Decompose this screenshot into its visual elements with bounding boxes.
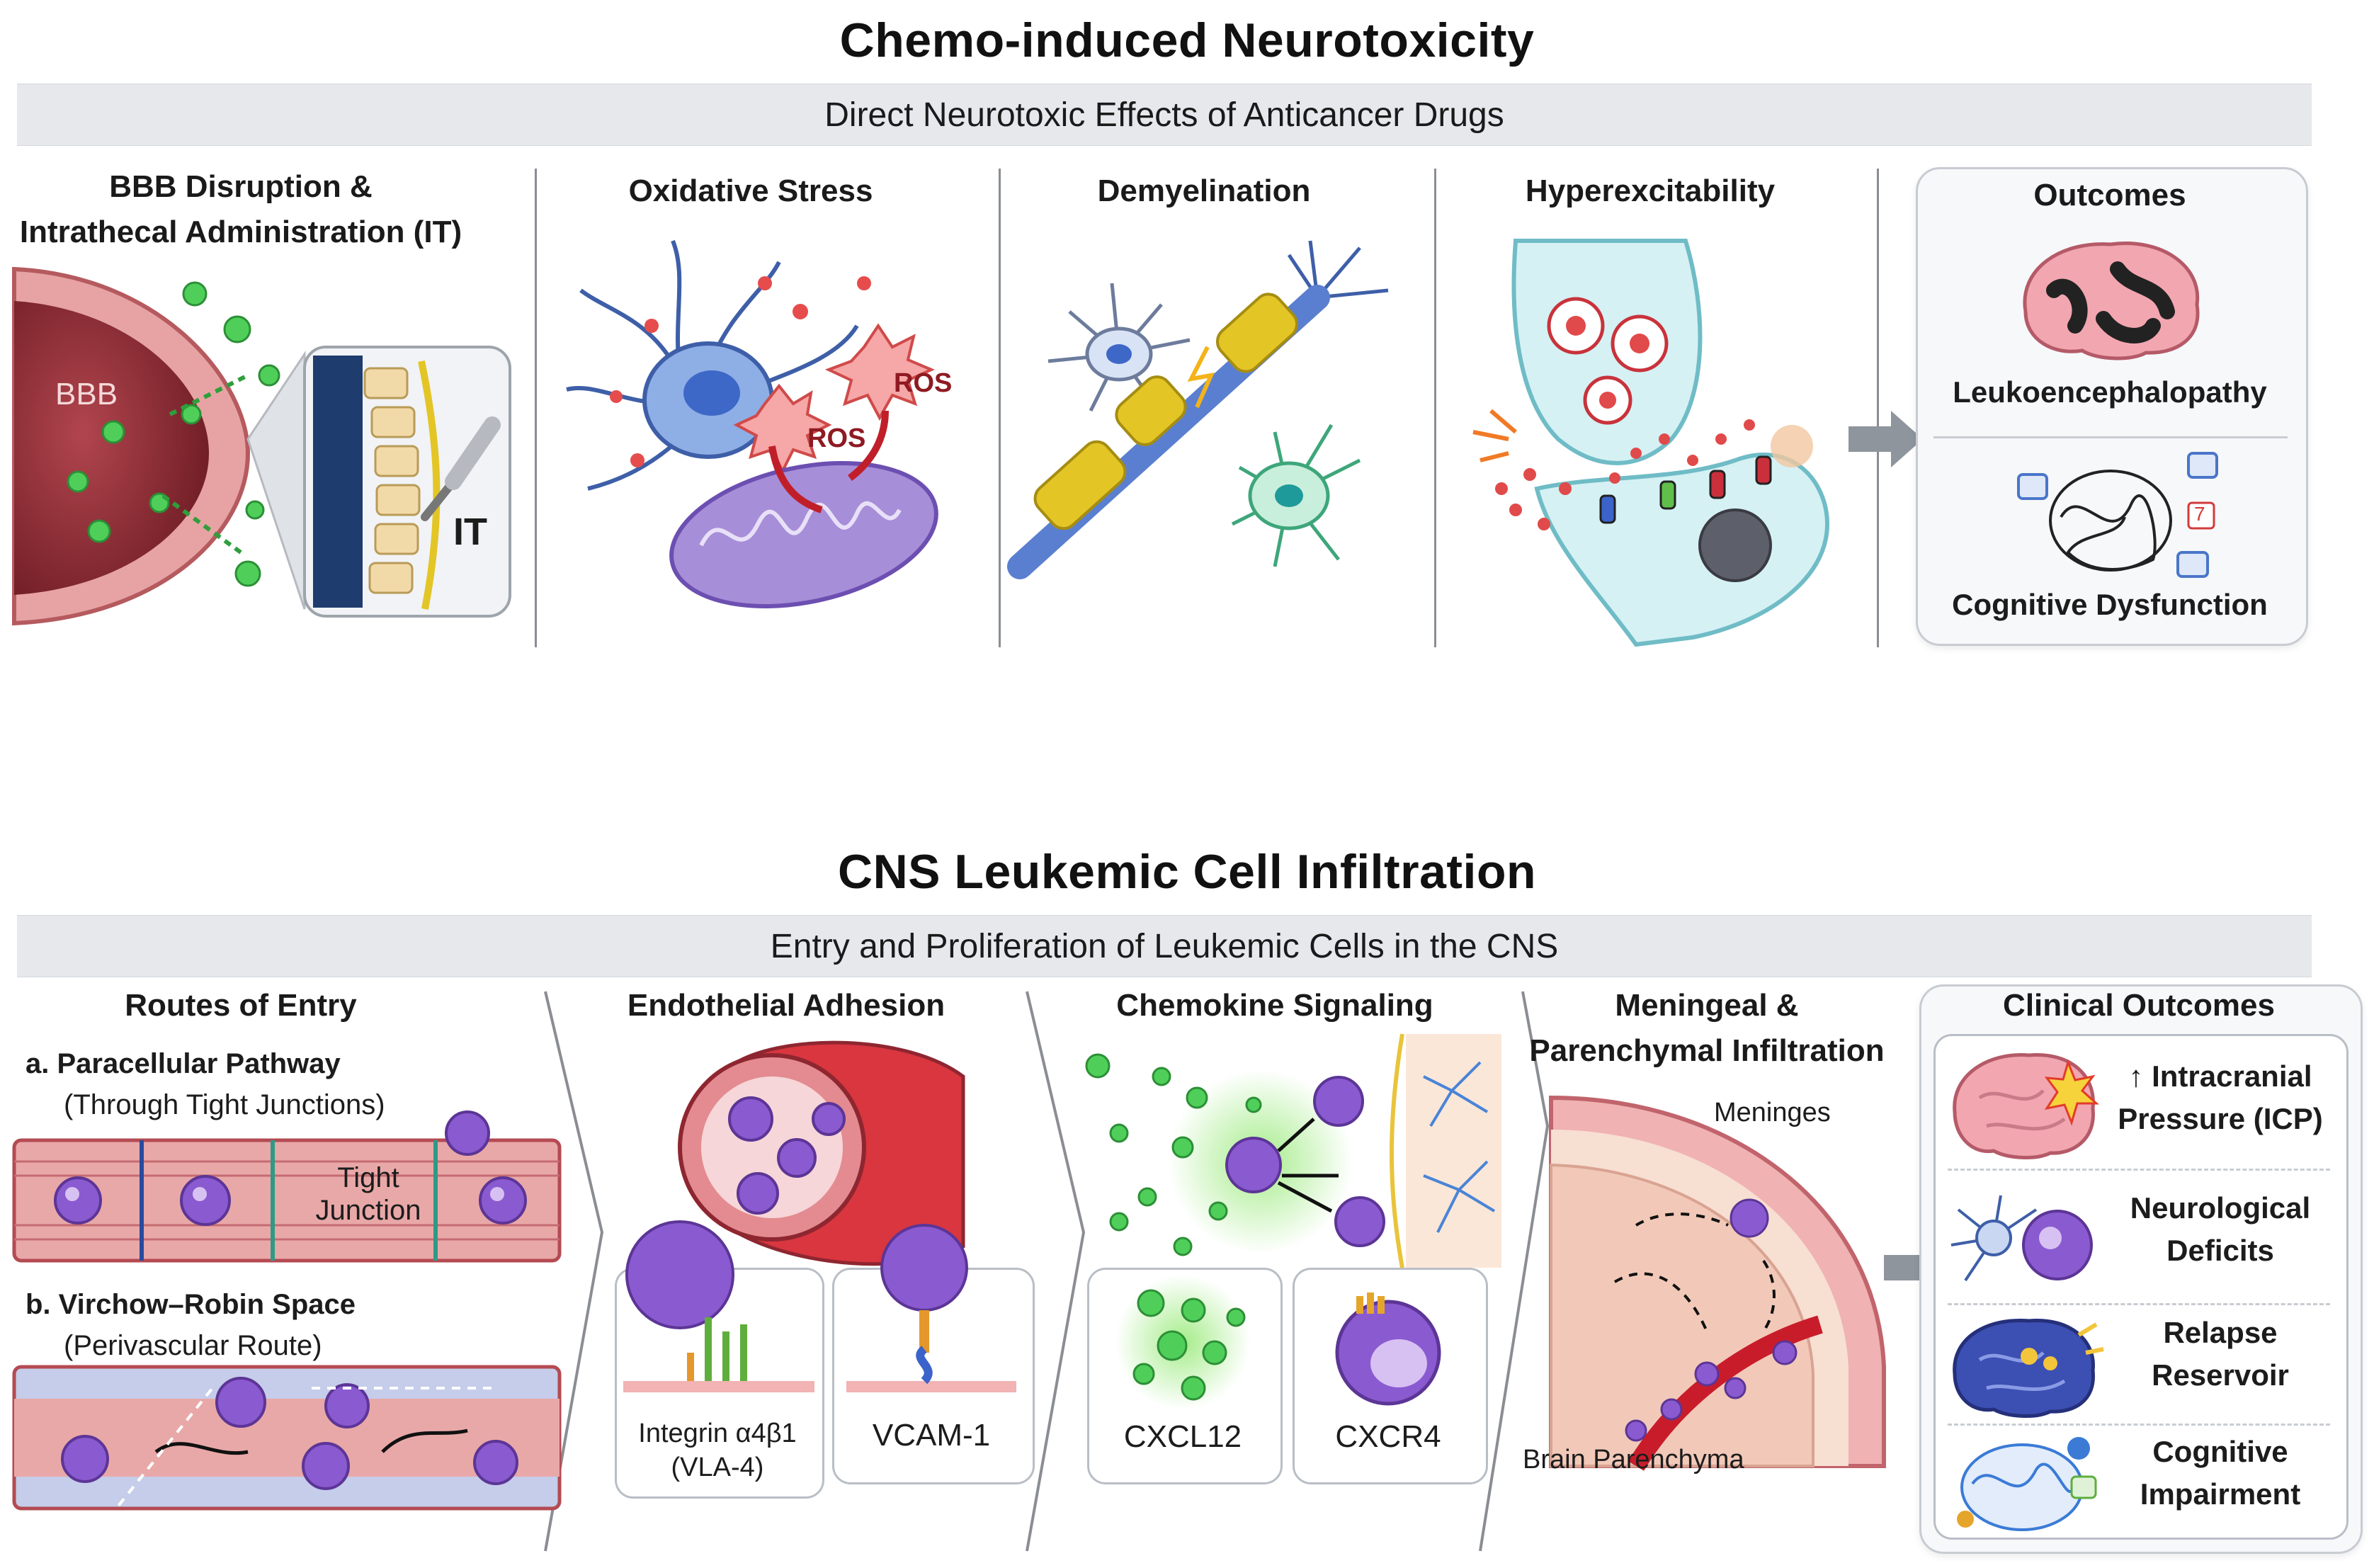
route-a-title: a. Paracellular Pathway — [25, 1048, 341, 1079]
intracranial-pressure-icon — [1953, 1053, 2099, 1159]
oxidative-stress-illustration — [566, 239, 938, 608]
outcomes-separator — [1933, 436, 2288, 438]
relapse-reservoir-icon — [1953, 1318, 2104, 1418]
chevron-divider — [1479, 991, 1550, 1552]
cognitive-impairment-icon — [1957, 1437, 2097, 1531]
intrathecal-inset — [246, 346, 511, 618]
outcome-cognitive-dysfunction: Cognitive Dysfunction — [1952, 588, 2268, 621]
outcomes-arrow — [1848, 411, 1923, 467]
bbb-panel-title: BBB Disruption & Intrathecal Administrat… — [19, 169, 462, 249]
cxcr4-label: CXCR4 — [1335, 1419, 1441, 1454]
brain-parenchyma-label: Brain Parenchyma — [1523, 1445, 1744, 1475]
outcome-leukoencephalopathy: Leukoencephalopathy — [1953, 375, 2267, 409]
perivascular-vessel — [12, 1365, 562, 1531]
it-label: IT — [453, 511, 487, 553]
ros-label-2: ROS — [894, 368, 953, 398]
cxcl12-label: CXCL12 — [1123, 1419, 1242, 1454]
paracellular-vessel — [12, 1110, 562, 1263]
tight-junction-label: Tight Junction — [315, 1162, 421, 1226]
bottom-section-subtitle: Entry and Proliferation of Leukemic Cell… — [17, 915, 2312, 977]
clinical-item-relapse-reservoir: Relapse Reservoir — [2152, 1316, 2289, 1392]
meningeal-illustration — [1549, 1095, 1886, 1471]
top-section-title: Chemo-induced Neurotoxicity — [839, 13, 1535, 67]
clinical-item-neurological-deficits: Neurological Deficits — [2130, 1191, 2311, 1267]
chevron-divider — [544, 991, 604, 1552]
clinical-item-icp: ↑ Intracranial Pressure (ICP) — [2118, 1059, 2323, 1135]
bbb-vessel-illustration — [12, 266, 280, 626]
item-separator — [1948, 1303, 2330, 1305]
chemokine-panel-title: Chemokine Signaling — [1116, 988, 1433, 1023]
outcomes-title: Outcomes — [2033, 178, 2186, 212]
cxcl12-icon — [1115, 1275, 1250, 1409]
ros-label-1: ROS — [807, 424, 866, 453]
route-b-subtitle: (Perivascular Route) — [64, 1330, 322, 1361]
divider — [999, 169, 1001, 647]
cxcr4-icon — [1335, 1293, 1441, 1406]
adhesion-panel-title: Endothelial Adhesion — [627, 988, 945, 1023]
meninges-label: Meninges — [1714, 1098, 1831, 1127]
adhesion-vessel-illustration — [678, 1040, 965, 1266]
item-separator — [1948, 1169, 2330, 1171]
demyelination-panel-title: Demyelination — [1097, 174, 1311, 208]
hyperexcitability-illustration — [1472, 239, 1830, 647]
chemokine-illustration — [1085, 1033, 1501, 1268]
vcam-icon — [846, 1224, 1016, 1392]
vcam-label: VCAM-1 — [872, 1418, 991, 1453]
integrin-label: Integrin α4β1 (VLA-4) — [638, 1419, 797, 1482]
neurological-deficits-icon — [1950, 1195, 2093, 1282]
chevron-divider — [1026, 991, 1086, 1552]
clinical-outcomes-title: Clinical Outcomes — [2003, 988, 2275, 1023]
oxidative-panel-title: Oxidative Stress — [628, 174, 873, 208]
divider — [535, 169, 537, 647]
route-a-subtitle: (Through Tight Junctions) — [64, 1089, 385, 1120]
brain-lesion-icon — [2023, 242, 2200, 360]
divider — [1434, 169, 1436, 647]
demyelination-illustration — [1007, 240, 1389, 579]
route-b-title: b. Virchow–Robin Space — [25, 1289, 356, 1320]
clinical-item-cognitive-impairment: Cognitive Impairment — [2140, 1435, 2301, 1511]
integrin-icon — [623, 1220, 814, 1392]
hyperexcitability-panel-title: Hyperexcitability — [1525, 174, 1776, 208]
bbb-vessel-label: BBB — [55, 377, 118, 411]
item-separator — [1948, 1424, 2330, 1426]
divider — [1877, 169, 1879, 647]
cognitive-dysfunction-icon — [2017, 452, 2218, 578]
bottom-section-title: CNS Leukemic Cell Infiltration — [837, 845, 1537, 899]
top-section-subtitle: Direct Neurotoxic Effects of Anticancer … — [17, 84, 2312, 146]
icon-number-seven: 7 — [2194, 503, 2205, 525]
routes-panel-title: Routes of Entry — [125, 988, 357, 1023]
meningeal-panel-title: Meningeal & Parenchymal Infiltration — [1529, 988, 1885, 1068]
